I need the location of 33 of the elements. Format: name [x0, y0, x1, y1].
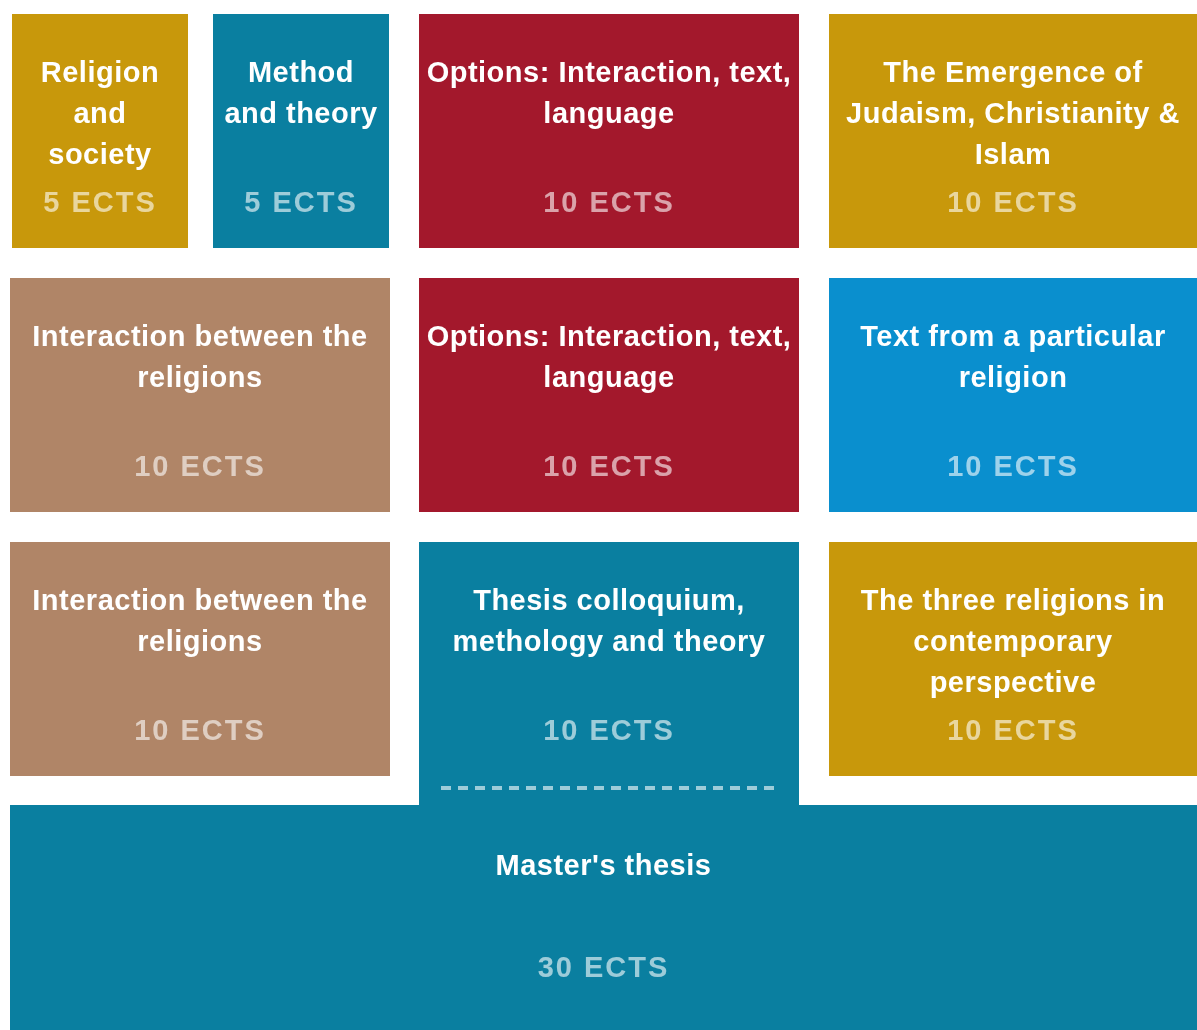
module-block — [213, 14, 389, 248]
module-title: The three religions in contemporary perspective — [859, 583, 1167, 700]
credit-label: 5 ECTS — [243, 185, 359, 220]
module-block — [419, 278, 799, 512]
module-block — [10, 542, 390, 776]
module-title: Master's thesis — [494, 848, 713, 883]
module-title: Thesis colloquium, methology and theory — [451, 583, 767, 659]
credit-label: 10 ECTS — [542, 185, 676, 220]
module-title: The Emergence of Judaism, Christianity & Islam — [845, 55, 1181, 172]
credit-label: 10 ECTS — [946, 449, 1080, 484]
module-title: Religion and society — [39, 55, 161, 172]
module-title: Options: Interaction, text, language — [425, 319, 793, 395]
credit-label: 30 ECTS — [536, 950, 671, 985]
credit-label: 10 ECTS — [133, 449, 267, 484]
module-title: Interaction between the religions — [31, 583, 369, 659]
module-block — [12, 14, 188, 248]
module-block — [419, 14, 799, 248]
module-title: Method and theory — [223, 55, 379, 131]
credit-label: 5 ECTS — [42, 185, 158, 220]
module-block — [829, 278, 1197, 512]
credit-label: 10 ECTS — [946, 713, 1080, 748]
module-block — [419, 542, 799, 805]
module-title: Text from a particular religion — [859, 319, 1167, 395]
module-block — [10, 805, 1197, 1030]
credit-label: 10 ECTS — [133, 713, 267, 748]
module-title: Interaction between the religions — [31, 319, 369, 395]
credit-label: 10 ECTS — [946, 185, 1080, 220]
module-block — [829, 542, 1197, 776]
module-title: Options: Interaction, text, language — [425, 55, 793, 131]
module-block — [10, 278, 390, 512]
credit-label: 10 ECTS — [542, 713, 676, 748]
module-block — [829, 14, 1197, 248]
credit-label: 10 ECTS — [542, 449, 676, 484]
